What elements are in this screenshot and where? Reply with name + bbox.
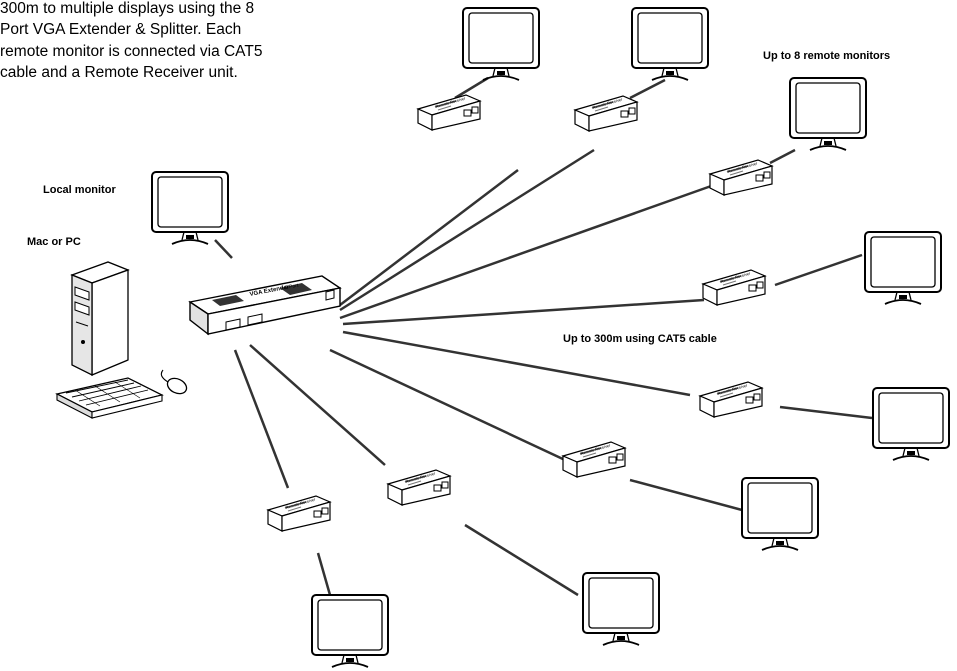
remote-monitor bbox=[872, 387, 950, 461]
computer-label: Mac or PC bbox=[27, 236, 81, 248]
remote-monitor bbox=[789, 77, 867, 151]
remote-monitor bbox=[864, 231, 942, 305]
intro-line-2: Port VGA Extender & Splitter. Each bbox=[0, 21, 242, 39]
intro-line-4: cable and a Remote Receiver unit. bbox=[0, 64, 238, 82]
remote-monitors-label: Up to 8 remote monitors bbox=[763, 50, 891, 62]
computer-tower bbox=[70, 261, 130, 377]
intro-line-1: 300m to multiple displays using the 8 bbox=[0, 0, 255, 17]
remote-receiver: Remote Receiver bbox=[699, 381, 763, 418]
mouse bbox=[160, 369, 188, 395]
remote-receiver: Remote Receiver bbox=[387, 469, 451, 506]
keyboard bbox=[55, 377, 164, 419]
remote-receiver: Remote Receiver bbox=[562, 441, 626, 478]
vga-splitter: VGA Extender 8 Port bbox=[188, 275, 342, 336]
local-monitor bbox=[151, 171, 229, 245]
intro-line-3: remote monitor is connected via CAT5 bbox=[0, 42, 263, 60]
remote-monitor bbox=[631, 7, 709, 81]
remote-receiver: Remote Receiver bbox=[709, 159, 773, 196]
remote-monitor bbox=[311, 594, 389, 668]
remote-receiver: Remote Receiver bbox=[574, 95, 638, 132]
remote-receiver: Remote Receiver bbox=[417, 94, 481, 131]
intro-text: 300m to multiple displays using the 8 Po… bbox=[0, 0, 332, 84]
splitter-sublabel: 8 Port bbox=[285, 283, 300, 292]
cat5-cables bbox=[214, 76, 873, 597]
local-monitor-label: Local monitor bbox=[43, 184, 116, 196]
cable-distance-label: Up to 300m using CAT5 cable bbox=[563, 333, 717, 345]
remote-monitor bbox=[741, 477, 819, 551]
remote-receiver: Remote Receiver bbox=[702, 269, 766, 306]
remote-monitor bbox=[462, 7, 540, 81]
remote-monitor bbox=[582, 572, 660, 646]
remote-receiver: Remote Receiver bbox=[267, 495, 331, 532]
